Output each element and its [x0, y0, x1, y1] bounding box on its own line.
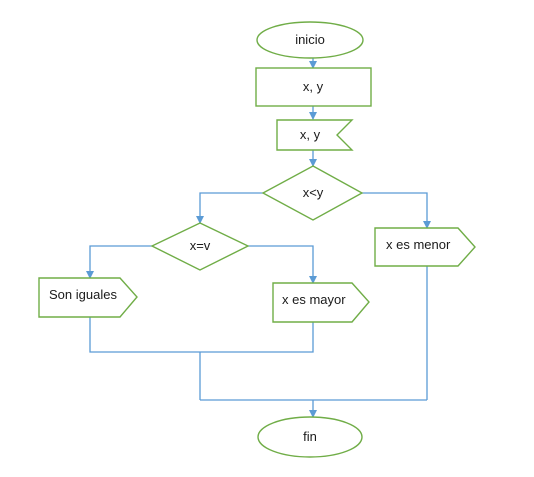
- connectors: [86, 58, 431, 418]
- condition-main-diamond: x<y: [261, 165, 364, 221]
- connector-inner-left-branch: [86, 245, 152, 279]
- read-label: x, y: [300, 127, 321, 142]
- end-label: fin: [303, 429, 317, 444]
- start-label: inicio: [295, 32, 325, 47]
- connector-merge-inner: [89, 317, 314, 353]
- start-terminator: inicio: [256, 21, 364, 59]
- read-input-shape: x, y: [276, 119, 354, 151]
- input-process-box: x, y: [255, 67, 372, 107]
- connector-condition-yes-branch: [196, 192, 263, 224]
- output-equal-label: Son iguales: [49, 287, 117, 302]
- condition-inner-label: x=v: [190, 238, 211, 253]
- output-equal-shape: Son iguales: [38, 277, 138, 318]
- condition-main-label: x<y: [303, 185, 324, 200]
- condition-inner-diamond: x=v: [150, 222, 250, 271]
- output-less-shape: x es menor: [374, 227, 476, 267]
- output-greater-shape: x es mayor: [272, 282, 370, 323]
- connector-condition-no-branch: [362, 192, 431, 229]
- connector-inner-right-branch: [248, 245, 317, 284]
- end-terminator: fin: [257, 416, 363, 458]
- input-label: x, y: [303, 79, 324, 94]
- output-less-label: x es menor: [386, 237, 451, 252]
- output-greater-label: x es mayor: [282, 292, 346, 307]
